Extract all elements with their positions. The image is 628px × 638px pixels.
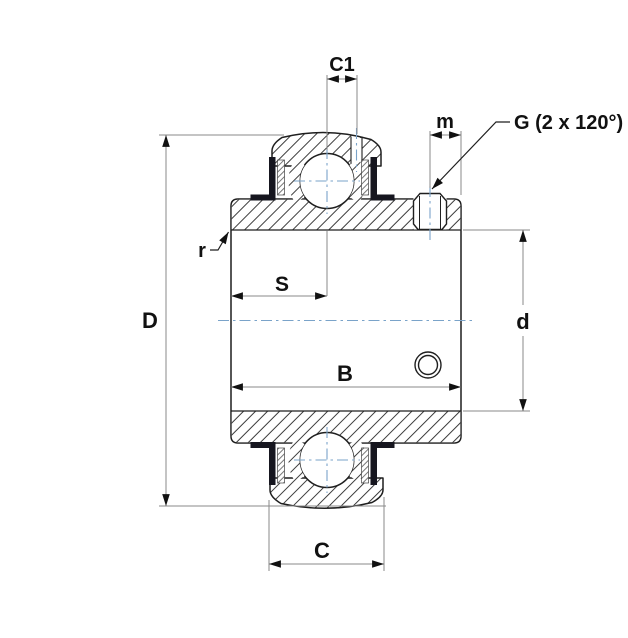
seal-lip xyxy=(361,159,369,196)
dim-label-G: G (2 x 120°) xyxy=(514,112,623,134)
seal-carrier-bar xyxy=(370,157,377,196)
inner-sleeve xyxy=(230,198,462,444)
bore-hole xyxy=(414,351,442,379)
seal-carrier-foot xyxy=(250,194,276,201)
dim-d-label-mask xyxy=(511,305,535,336)
leader-lines xyxy=(210,121,510,251)
bore-hole-outer xyxy=(414,351,442,379)
seal-lips xyxy=(277,159,369,484)
seal-carrier-foot xyxy=(370,194,395,201)
leader-r xyxy=(210,231,230,251)
inner-sleeve-bottom-band xyxy=(231,411,461,443)
centerlines xyxy=(218,128,474,493)
seal-lip xyxy=(277,447,285,484)
seal-lip xyxy=(361,447,369,484)
dimension-labels: C1 m G (2 x 120°) r S D d B C xyxy=(142,54,623,563)
dim-label-m: m xyxy=(436,111,454,133)
dimension-lines xyxy=(159,75,530,571)
dim-label-D: D xyxy=(142,308,158,333)
seal-carrier-foot xyxy=(370,442,395,448)
dim-label-C: C xyxy=(314,538,330,563)
inner-sleeve-body xyxy=(230,198,462,444)
inner-sleeve-top-band xyxy=(231,199,461,230)
bore-hole-inner xyxy=(417,354,439,376)
seal-carrier-foot xyxy=(250,442,276,448)
leader-G xyxy=(431,121,510,190)
seal-carrier-bar xyxy=(269,157,276,196)
dim-label-C1: C1 xyxy=(329,54,355,76)
seal-carrier-bar xyxy=(269,446,276,485)
outer-ring-bottom-section xyxy=(269,477,384,509)
seal-lip xyxy=(277,159,285,196)
dim-label-r: r xyxy=(198,240,206,262)
dim-label-B: B xyxy=(337,361,353,386)
seal-carriers xyxy=(250,157,395,485)
dim-label-d: d xyxy=(516,309,529,334)
dim-label-S: S xyxy=(275,273,289,296)
seal-carrier-bar xyxy=(370,446,377,485)
